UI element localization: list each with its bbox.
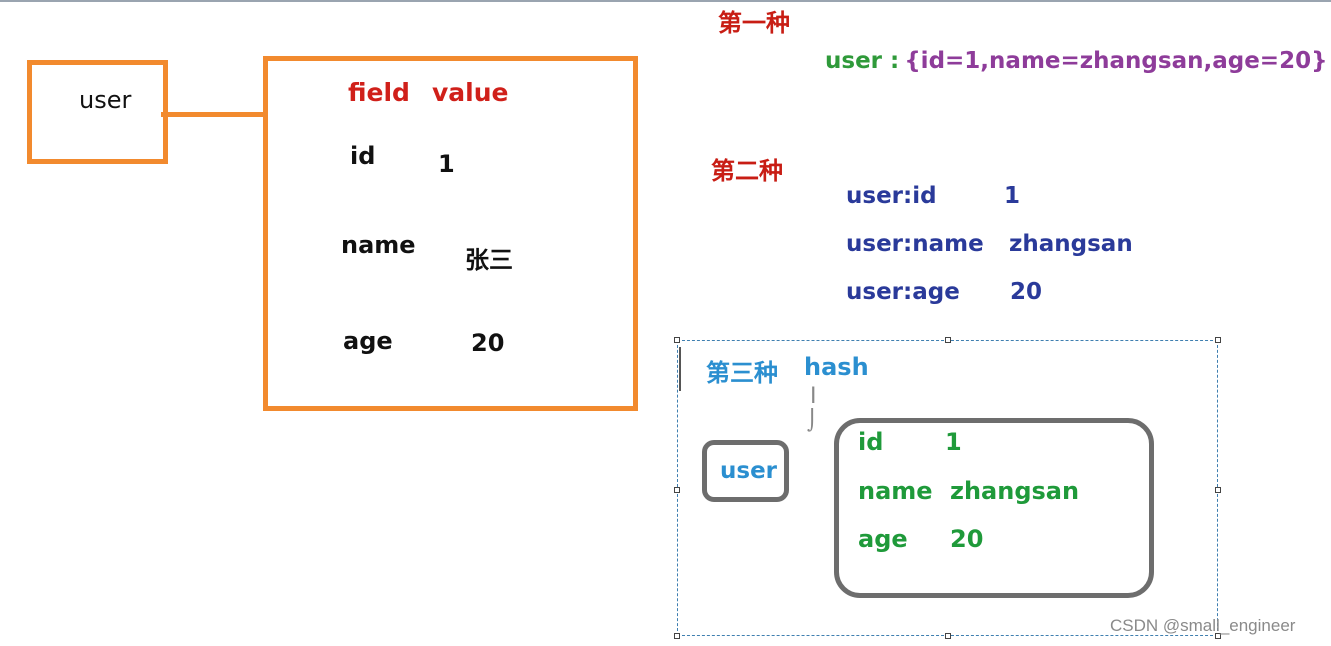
method2-key-name: user:name xyxy=(846,231,984,257)
value-age: 20 xyxy=(471,329,505,357)
resize-handle-right[interactable] xyxy=(1215,487,1221,493)
field-name: name xyxy=(341,231,416,259)
hash-key-label: user xyxy=(720,458,778,484)
field-id: id xyxy=(350,142,376,170)
user-key-label: user xyxy=(79,86,132,114)
value-id: 1 xyxy=(438,150,455,178)
ibeam-cursor-icon: I xyxy=(810,384,817,409)
method2-value-name: zhangsan xyxy=(1009,231,1133,257)
method1-title: 第一种 xyxy=(718,9,790,37)
method2-value-id: 1 xyxy=(1004,183,1021,209)
method2-value-age: 20 xyxy=(1010,279,1043,305)
hash-value-id: 1 xyxy=(945,428,962,456)
field-header: field xyxy=(348,78,410,107)
resize-handle-top-right[interactable] xyxy=(1215,337,1221,343)
resize-handle-bottom[interactable] xyxy=(945,633,951,639)
method3-title: 第三种 xyxy=(706,359,778,387)
value-name: 张三 xyxy=(465,246,513,274)
hash-value-name: zhangsan xyxy=(950,477,1080,505)
method2-title: 第二种 xyxy=(711,157,783,185)
hash-field-name: name xyxy=(858,477,933,505)
resize-handle-top[interactable] xyxy=(945,337,951,343)
resize-handle-bottom-right[interactable] xyxy=(1215,633,1221,639)
method3-type: hash xyxy=(804,353,869,381)
value-header: value xyxy=(432,78,509,107)
field-age: age xyxy=(343,327,393,355)
hash-field-id: id xyxy=(858,428,884,456)
method2-key-id: user:id xyxy=(846,183,937,209)
top-border-line xyxy=(0,0,1331,2)
text-caret xyxy=(679,347,681,391)
resize-handle-left[interactable] xyxy=(674,487,680,493)
method1-line: user : {id=1,name=zhangsan,age=20} xyxy=(825,48,1327,74)
cursor-tail-icon: ⌡ xyxy=(807,408,818,432)
watermark: CSDN @small_engineer xyxy=(1110,616,1296,635)
method1-key: user : xyxy=(825,48,900,74)
hash-fields-box xyxy=(834,418,1154,598)
resize-handle-top-left[interactable] xyxy=(674,337,680,343)
hash-key-box xyxy=(702,440,789,502)
hash-field-age: age xyxy=(858,525,908,553)
resize-handle-bottom-left[interactable] xyxy=(674,633,680,639)
connector-line xyxy=(161,112,267,117)
method2-key-age: user:age xyxy=(846,279,960,305)
method1-value: {id=1,name=zhangsan,age=20} xyxy=(904,48,1328,74)
field-value-box xyxy=(263,56,638,411)
hash-value-age: 20 xyxy=(950,525,984,553)
